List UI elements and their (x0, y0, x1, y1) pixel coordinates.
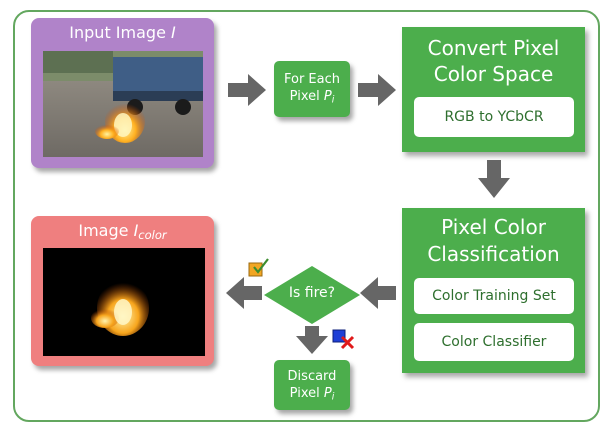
for-each-pixel-box: For Each Pixel Pi (274, 61, 350, 117)
arrow-foreach-to-convert (358, 74, 396, 106)
input-image-title: Input Image I (69, 23, 176, 42)
output-image-title: Image Icolor (78, 221, 167, 243)
arrow-decision-to-discard (296, 326, 328, 354)
convert-color-space-box: Convert Pixel Color Space RGB to YCbCR (402, 27, 585, 152)
rgb-to-ycbcr-step: RGB to YCbCR (414, 97, 574, 137)
color-training-set-step: Color Training Set (414, 278, 574, 314)
pixel-classification-box: Pixel Color Classification Color Trainin… (402, 208, 585, 373)
color-classifier-step: Color Classifier (414, 323, 574, 361)
output-image-box: Image Icolor (31, 216, 214, 366)
fire-scene-photo (43, 51, 203, 157)
fire-scene-illustration (43, 51, 203, 157)
is-fire-decision (264, 266, 360, 324)
arrow-convert-to-classification (478, 160, 510, 198)
input-image-box: Input Image I (31, 18, 214, 168)
checkmark-icon (248, 258, 269, 277)
red-x-icon (332, 329, 355, 350)
is-fire-label: Is fire? (288, 285, 336, 301)
segmented-fire-photo (43, 248, 205, 356)
arrow-input-to-foreach (228, 74, 266, 106)
segmented-fire-illustration (91, 280, 149, 336)
discard-pixel-box: Discard Pixel Pi (274, 360, 350, 410)
arrow-decision-to-output (226, 277, 262, 309)
arrow-classification-to-decision (360, 277, 396, 309)
pixel-classification-title: Pixel Color Classification (427, 215, 560, 266)
convert-color-space-title: Convert Pixel Color Space (427, 36, 560, 86)
